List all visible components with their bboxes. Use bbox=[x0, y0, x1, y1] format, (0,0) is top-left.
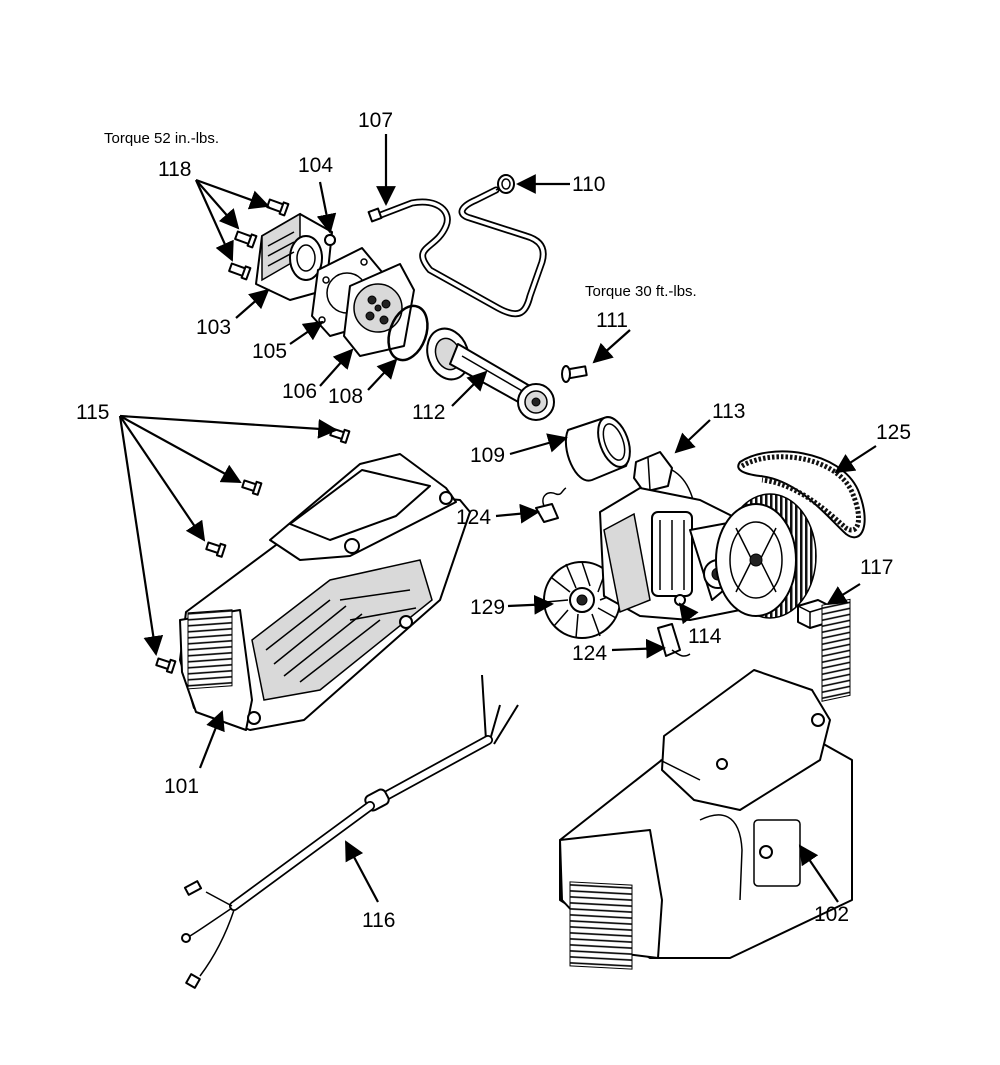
label-105: 105 bbox=[252, 340, 287, 363]
part-102-upper-cover bbox=[559, 598, 853, 970]
part-103-cylinder-head bbox=[255, 212, 333, 301]
label-115: 115 bbox=[76, 401, 109, 424]
label-110: 110 bbox=[572, 173, 605, 196]
label-106: 106 bbox=[282, 380, 317, 403]
label-104: 104 bbox=[298, 154, 333, 177]
label-108: 108 bbox=[328, 385, 363, 408]
leader-arrows bbox=[118, 134, 877, 903]
label-129: 129 bbox=[470, 596, 505, 619]
pulley-wheel bbox=[715, 493, 817, 619]
part-106-valve-plate bbox=[343, 263, 415, 357]
label-118: 118 bbox=[158, 158, 191, 181]
part-107-tube bbox=[367, 185, 547, 318]
part-101-lower-housing bbox=[179, 453, 471, 731]
label-124-lower: 124 bbox=[572, 642, 607, 665]
part-125-belt bbox=[737, 450, 866, 539]
part-110-fitting bbox=[497, 174, 515, 194]
part-115-screws bbox=[155, 427, 351, 674]
part-111-bolt bbox=[561, 365, 588, 383]
label-117: 117 bbox=[860, 556, 893, 579]
label-125: 125 bbox=[876, 421, 911, 444]
label-107: 107 bbox=[358, 109, 393, 132]
part-116-power-cord bbox=[181, 674, 519, 989]
part-109-cylinder bbox=[564, 416, 631, 482]
label-102: 102 bbox=[814, 903, 849, 926]
label-109: 109 bbox=[470, 444, 505, 467]
label-103: 103 bbox=[196, 316, 231, 339]
part-124-brush-upper bbox=[535, 487, 567, 523]
part-118-bolts bbox=[228, 198, 290, 281]
part-124-brush-lower bbox=[657, 623, 691, 657]
part-108-o-ring bbox=[387, 304, 429, 362]
label-124-upper: 124 bbox=[456, 506, 491, 529]
torque-note-head: Torque 52 in.-lbs. bbox=[104, 130, 219, 147]
part-labels: 107 118 104 110 103 111 105 106 108 112 … bbox=[76, 109, 911, 932]
label-111: 111 bbox=[596, 309, 628, 332]
label-114: 114 bbox=[688, 625, 722, 648]
label-101: 101 bbox=[164, 775, 199, 798]
label-116: 116 bbox=[362, 909, 395, 932]
label-113: 113 bbox=[712, 400, 745, 423]
part-112-connecting-rod bbox=[426, 327, 555, 421]
part-104-valve bbox=[324, 233, 337, 246]
torque-note-rod: Torque 30 ft.-lbs. bbox=[585, 283, 697, 300]
part-113-switch bbox=[633, 451, 701, 531]
part-114-nut bbox=[674, 594, 686, 606]
label-112: 112 bbox=[412, 401, 445, 424]
